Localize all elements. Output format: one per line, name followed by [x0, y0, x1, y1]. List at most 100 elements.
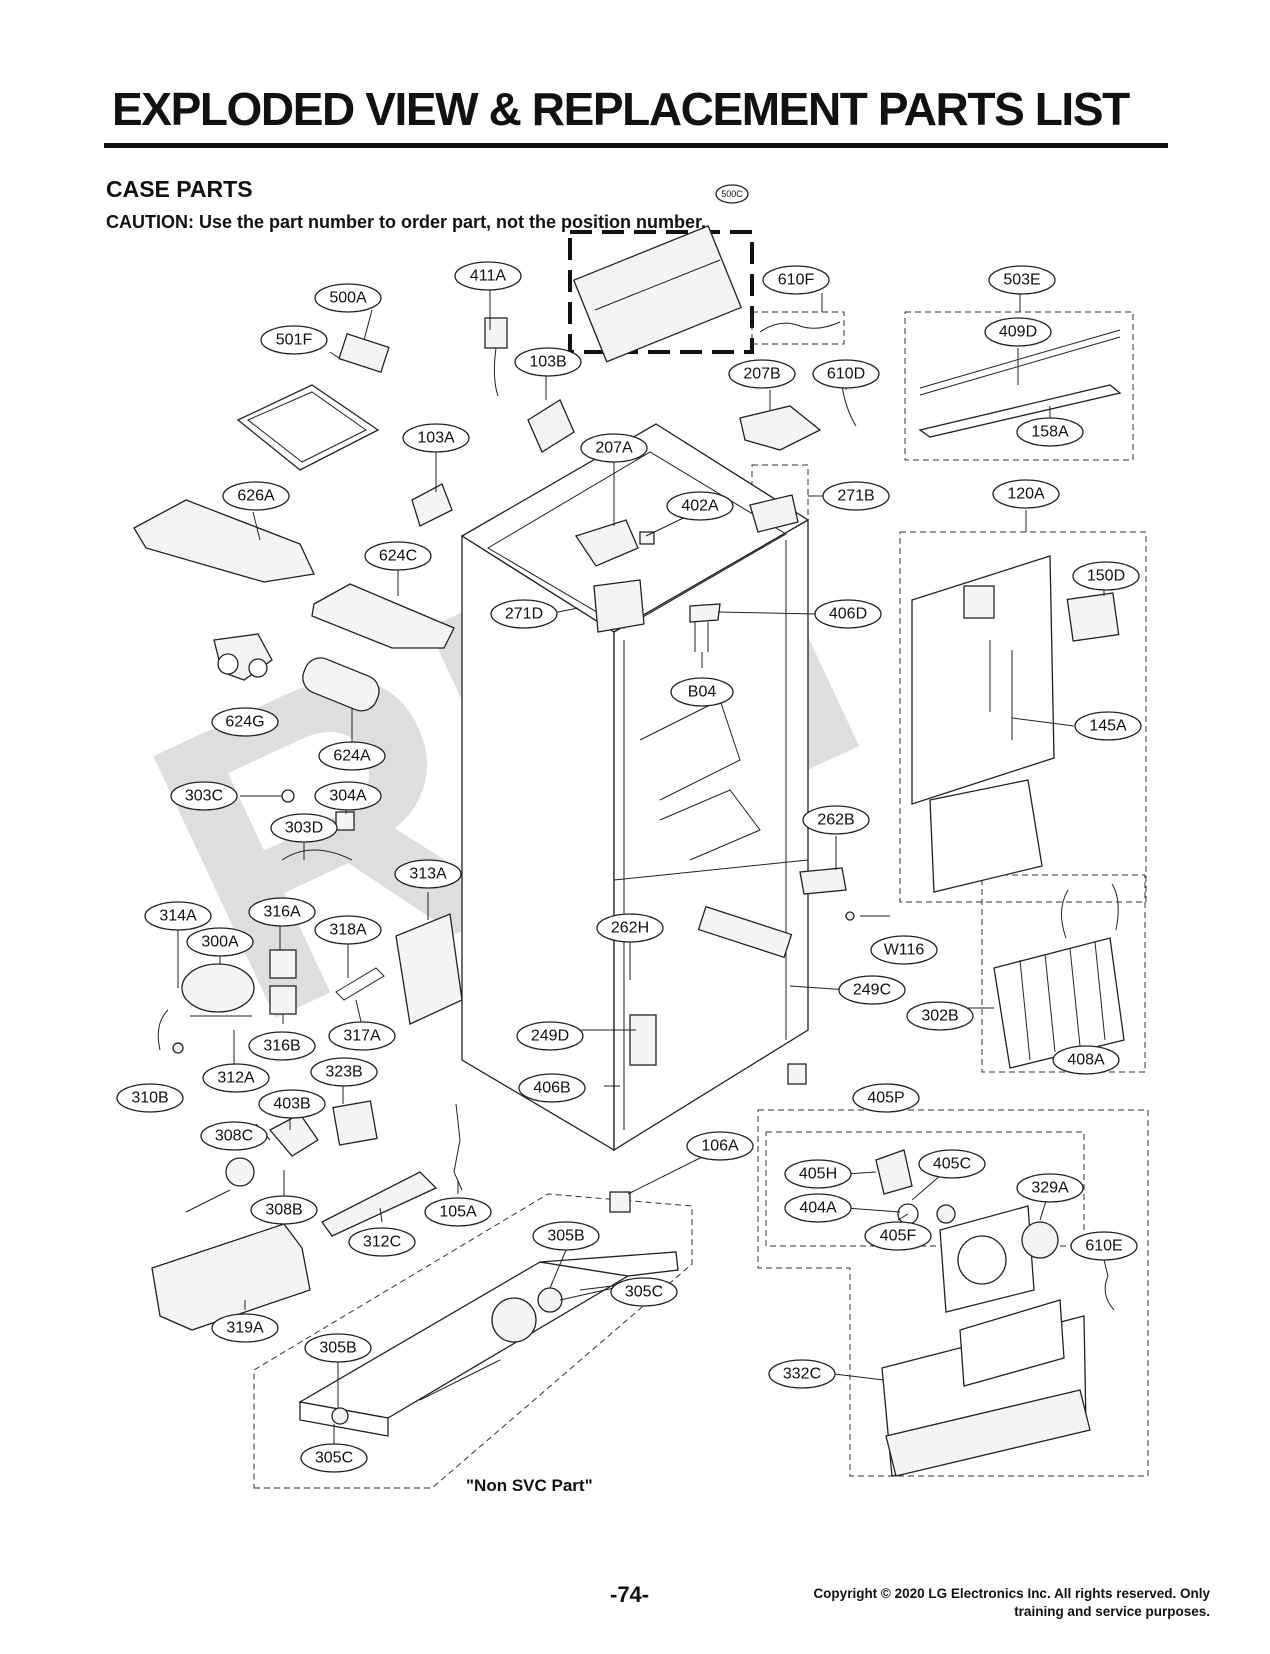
group-box-302B [981, 874, 1146, 1073]
callout-314A: 314A [144, 901, 212, 931]
callout-120A: 120A [992, 479, 1060, 509]
svg-text:300A: 300A [201, 934, 239, 951]
svg-text:262B: 262B [817, 812, 854, 829]
svg-text:313A: 313A [409, 866, 447, 883]
callout-317A: 317A [328, 1021, 396, 1051]
callout-405F: 405F [864, 1221, 932, 1251]
callout-103B: 103B [514, 347, 582, 377]
svg-text:249C: 249C [853, 982, 891, 999]
svg-text:624A: 624A [333, 748, 371, 765]
callout-207A: 207A [580, 433, 648, 463]
svg-text:312C: 312C [363, 1234, 401, 1251]
svg-text:405P: 405P [867, 1090, 904, 1107]
callout-B04: B04 [670, 677, 734, 707]
svg-text:409D: 409D [999, 324, 1037, 341]
callout-406B: 406B [518, 1073, 586, 1103]
svg-text:310B: 310B [131, 1090, 168, 1107]
refrigerator-cabinet [460, 423, 810, 1152]
svg-text:323B: 323B [325, 1064, 362, 1081]
callout-403B: 403B [258, 1089, 326, 1119]
group-box-120A [899, 531, 1147, 903]
callout-304A: 304A [314, 781, 382, 811]
callout-318A: 318A [314, 915, 382, 945]
svg-text:624G: 624G [225, 714, 264, 731]
callout-145A: 145A [1074, 711, 1142, 741]
callout-207B: 207B [728, 359, 796, 389]
callout-308B: 308B [250, 1195, 318, 1225]
callout-500C: 500C [715, 184, 749, 204]
copyright-line-2: training and service purposes. [1014, 1604, 1210, 1619]
callout-332C: 332C [768, 1359, 836, 1389]
svg-text:150D: 150D [1087, 568, 1125, 585]
svg-text:408A: 408A [1067, 1052, 1105, 1069]
svg-text:207B: 207B [743, 366, 780, 383]
svg-text:305B: 305B [547, 1228, 584, 1245]
svg-text:405H: 405H [799, 1166, 837, 1183]
svg-text:317A: 317A [343, 1028, 381, 1045]
parts-top [236, 225, 1122, 652]
svg-text:624C: 624C [379, 548, 417, 565]
svg-text:403B: 403B [273, 1096, 310, 1113]
callout-W116: W116 [870, 935, 938, 965]
callout-158A: 158A [1016, 417, 1084, 447]
svg-text:120A: 120A [1007, 486, 1045, 503]
group-box-405P [757, 1109, 1149, 1477]
svg-text:503E: 503E [1003, 272, 1040, 289]
svg-text:305B: 305B [319, 1340, 356, 1357]
callout-305C-right: 305C [610, 1277, 678, 1307]
svg-text:304A: 304A [329, 788, 367, 805]
svg-text:626A: 626A [237, 488, 275, 505]
callout-150D: 150D [1072, 561, 1140, 591]
callout-402A: 402A [666, 491, 734, 521]
callout-262B: 262B [802, 805, 870, 835]
callout-501F: 501F [260, 325, 328, 355]
callout-305B-top: 305B [532, 1221, 600, 1251]
non-svc-part-note: "Non SVC Part" [466, 1476, 593, 1495]
page-title: EXPLODED VIEW & REPLACEMENT PARTS LIST [112, 83, 1130, 135]
copyright-notice: Copyright © 2020 LG Electronics Inc. All… [813, 1585, 1210, 1621]
callout-409D: 409D [984, 317, 1052, 347]
callout-329A: 329A [1016, 1173, 1084, 1203]
callout-323B: 323B [310, 1057, 378, 1087]
svg-text:302B: 302B [921, 1008, 958, 1025]
callout-313A: 313A [394, 859, 462, 889]
svg-text:271B: 271B [837, 488, 874, 505]
svg-text:405F: 405F [880, 1228, 917, 1245]
svg-text:500A: 500A [329, 290, 367, 307]
callout-610F: 610F [762, 265, 830, 295]
svg-text:411A: 411A [470, 268, 507, 285]
callout-262H: 262H [596, 913, 664, 943]
caution-label: CAUTION: [106, 212, 194, 232]
svg-text:501F: 501F [276, 332, 313, 349]
svg-text:610D: 610D [827, 366, 865, 383]
svg-text:405C: 405C [933, 1156, 971, 1173]
callout-408A: 408A [1052, 1045, 1120, 1075]
callout-405C: 405C [918, 1149, 986, 1179]
svg-text:404A: 404A [799, 1200, 837, 1217]
svg-text:303C: 303C [185, 788, 223, 805]
svg-text:105A: 105A [439, 1204, 477, 1221]
caution-body: Use the part number to order part, not t… [199, 212, 707, 232]
parts-left [133, 499, 807, 1331]
callout-249D: 249D [516, 1021, 584, 1051]
svg-text:312A: 312A [217, 1070, 255, 1087]
callout-624C: 624C [364, 541, 432, 571]
svg-text:249D: 249D [531, 1028, 569, 1045]
svg-text:332C: 332C [783, 1366, 821, 1383]
callout-310B: 310B [116, 1083, 184, 1113]
svg-text:318A: 318A [329, 922, 367, 939]
callout-303D: 303D [270, 813, 338, 843]
callout-610E: 610E [1070, 1231, 1138, 1261]
svg-text:319A: 319A [226, 1320, 264, 1337]
svg-text:316A: 316A [263, 904, 301, 921]
svg-text:329A: 329A [1031, 1180, 1069, 1197]
callout-500A: 500A [314, 283, 382, 313]
svg-text:308B: 308B [265, 1202, 302, 1219]
callout-404A: 404A [784, 1193, 852, 1223]
bottom-cover [298, 1251, 679, 1437]
callout-271B: 271B [822, 481, 890, 511]
page-number: -74- [610, 1582, 650, 1607]
group-box-503E [904, 311, 1134, 461]
svg-text:406D: 406D [829, 606, 867, 623]
svg-text:145A: 145A [1089, 718, 1127, 735]
